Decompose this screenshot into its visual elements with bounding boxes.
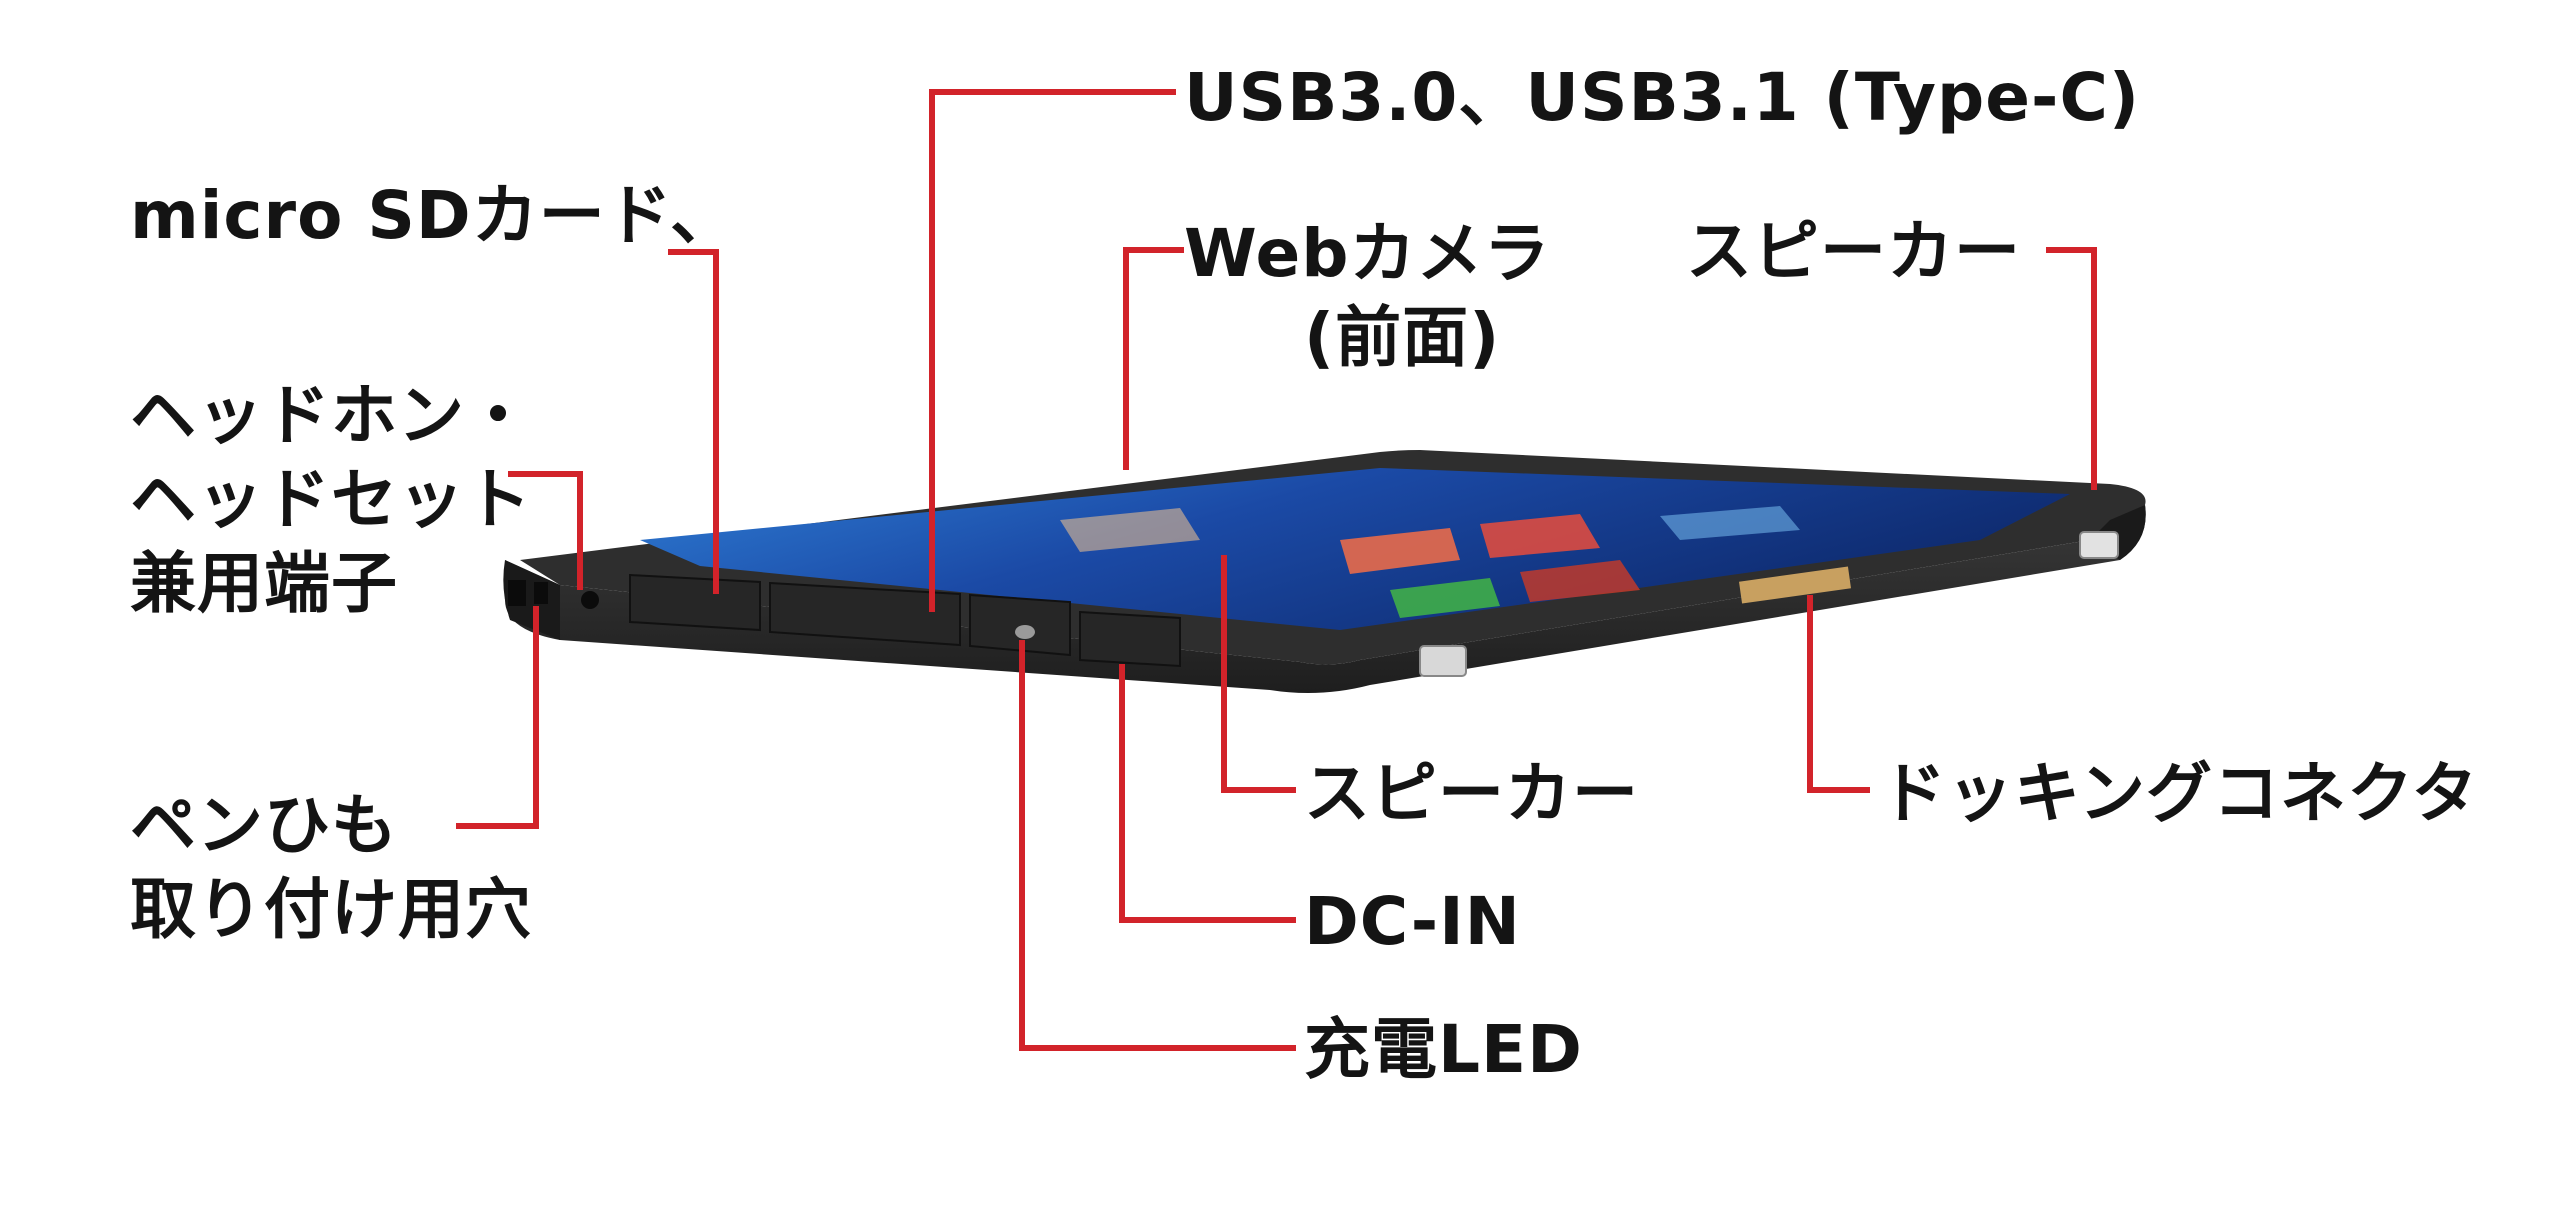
leader-pen [456, 606, 539, 829]
label-dcin-text: DC-IN [1304, 883, 1521, 960]
label-speaker-top: スピーカー [1686, 210, 2021, 294]
label-headphone-line3: 兼用端子 [130, 545, 398, 622]
leader-docking [1807, 595, 1870, 793]
label-pen: ペンひも 取り付け用穴 [130, 784, 532, 952]
label-led: 充電LED [1304, 1008, 1583, 1092]
label-docking-text: ドッキングコネクタ [1880, 755, 2479, 832]
label-microsd: micro SDカード、 [130, 174, 737, 258]
label-usb: USB3.0、USB3.1 (Type-C) [1184, 56, 2140, 140]
left-port-panel [508, 573, 1181, 668]
label-docking: ドッキングコネクタ [1880, 752, 2478, 836]
label-webcam-line2: (前面) [1304, 299, 1501, 376]
leader-headphone [508, 471, 583, 590]
label-headphone-line1: ヘッドホン・ [130, 377, 532, 454]
label-headphone: ヘッドホン・ ヘッドセット 兼用端子 [130, 374, 532, 626]
label-usb-text: USB3.0、USB3.1 (Type-C) [1184, 59, 2141, 136]
leader-webcam [1123, 247, 1184, 470]
label-webcam: Webカメラ (前面) [1184, 212, 1550, 380]
leader-dcin [1119, 664, 1296, 923]
label-speaker-bottom: スピーカー [1304, 752, 1639, 836]
label-pen-line1: ペンひも [130, 787, 398, 864]
leader-speaker-top [2046, 247, 2097, 490]
leader-led [1019, 640, 1296, 1051]
label-speaker-top-text: スピーカー [1686, 213, 2021, 290]
label-headphone-line2: ヘッドセット [130, 461, 532, 538]
label-speaker-bottom-text: スピーカー [1304, 755, 1639, 832]
label-microsd-text: micro SDカード、 [130, 177, 738, 254]
right-side-features [1419, 531, 2119, 677]
leader-lines [456, 89, 2097, 1051]
label-dcin: DC-IN [1304, 880, 1521, 964]
label-pen-line2: 取り付け用穴 [130, 871, 532, 948]
leader-usb [929, 89, 1176, 612]
label-led-text: 充電LED [1304, 1011, 1583, 1088]
label-webcam-line1: Webカメラ [1184, 215, 1551, 292]
tablet-screen [640, 468, 2070, 630]
leader-microsd [668, 249, 719, 594]
leader-speaker-bottom [1221, 555, 1296, 793]
